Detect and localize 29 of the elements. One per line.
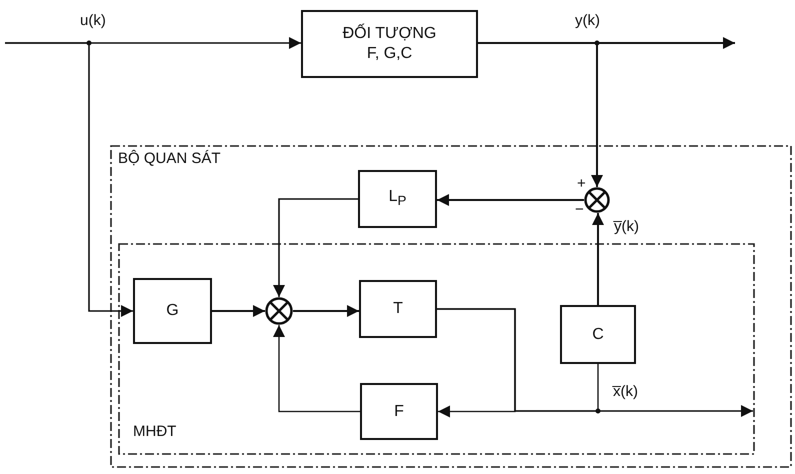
delay-block [359,280,437,338]
block-label: F, G,C [366,44,412,64]
signal-arrow [437,308,753,417]
signal-arrow [293,305,359,317]
block-label: T [393,299,403,319]
signal-label: x̅(k) [612,383,639,400]
block-label: L$_{P}$ [388,186,406,210]
signal-arrow [212,305,265,317]
signal-arrow [273,325,360,412]
sign-label: − [575,202,584,217]
block-label: C [592,324,604,344]
group-title: MHĐT [133,423,176,440]
gain-block [358,170,437,228]
group-title: BỘ QUAN SÁT [118,150,221,167]
signal-label: u(k) [79,12,107,29]
block-label: G [166,301,179,321]
block-label: ĐỐI TƯỢNG [342,24,436,44]
signal-label: y(k) [574,12,601,29]
signal-arrow [273,198,358,297]
sign-label: + [577,176,586,191]
signal-arrow [5,42,133,317]
signal-arrow [437,194,584,206]
block-label: F [394,402,404,422]
feedback-block [360,383,438,440]
signal-label: y̅(k) [613,218,640,235]
gain-block [133,278,212,344]
plant-block [301,10,478,78]
signal-arrow [592,213,604,305]
output-block [560,305,636,364]
